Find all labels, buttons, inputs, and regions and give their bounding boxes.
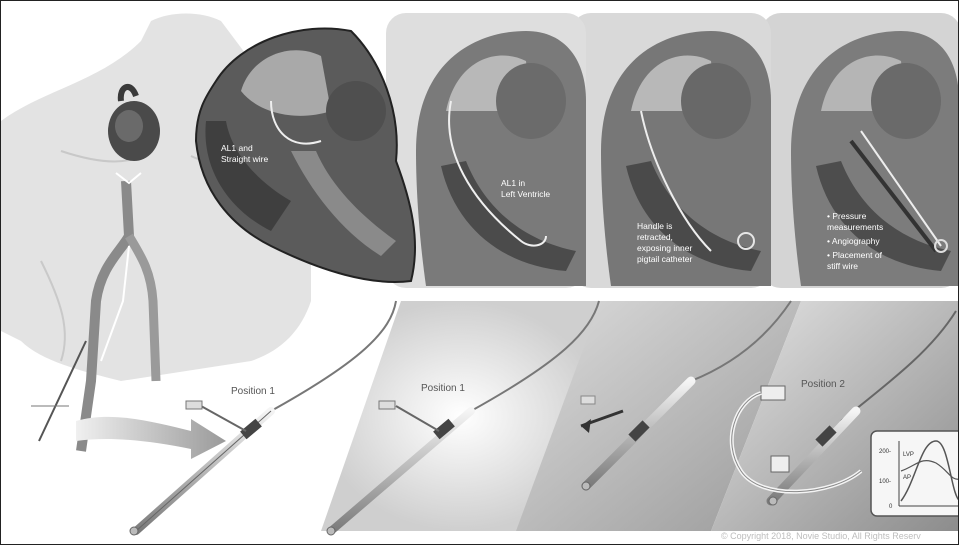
caption-3-line-1: Handle is xyxy=(637,221,672,231)
caption-4-line-1: • Pressure xyxy=(827,211,867,221)
caption-4-line-5: stiff wire xyxy=(827,261,858,271)
caption-4-line-4: • Placement of xyxy=(827,250,883,260)
heart-panel-2 xyxy=(416,31,586,286)
heart-panel-4 xyxy=(791,31,959,286)
monitor-ap-label: AP xyxy=(903,475,911,481)
copyright-text: © Copyright 2018, Novie Studio, All Righ… xyxy=(721,531,921,541)
monitor-tick-200: 200- xyxy=(879,449,891,455)
monitor-tick-100: 100- xyxy=(879,479,891,485)
caption-1-line-1: AL1 and xyxy=(221,143,253,153)
pressure-monitor xyxy=(871,431,959,516)
insertion-arrow xyxy=(76,417,226,459)
monitor-lvp-label: LVP xyxy=(903,452,914,458)
position-1b-label: Position 1 xyxy=(421,383,465,394)
caption-3-line-4: pigtail catheter xyxy=(637,254,692,264)
caption-2-line-1: AL1 in xyxy=(501,178,525,188)
caption-3-line-3: exposing inner xyxy=(637,243,692,253)
position-2-label: Position 2 xyxy=(801,379,845,390)
caption-1-line-2: Straight wire xyxy=(221,154,269,164)
caption-3-line-2: retracted, xyxy=(637,232,673,242)
caption-4-line-3: • Angiography xyxy=(827,236,880,246)
caption-2-line-2: Left Ventricle xyxy=(501,189,550,199)
position-1a-label: Position 1 xyxy=(231,386,275,397)
caption-4-line-2: measurements xyxy=(827,222,883,232)
